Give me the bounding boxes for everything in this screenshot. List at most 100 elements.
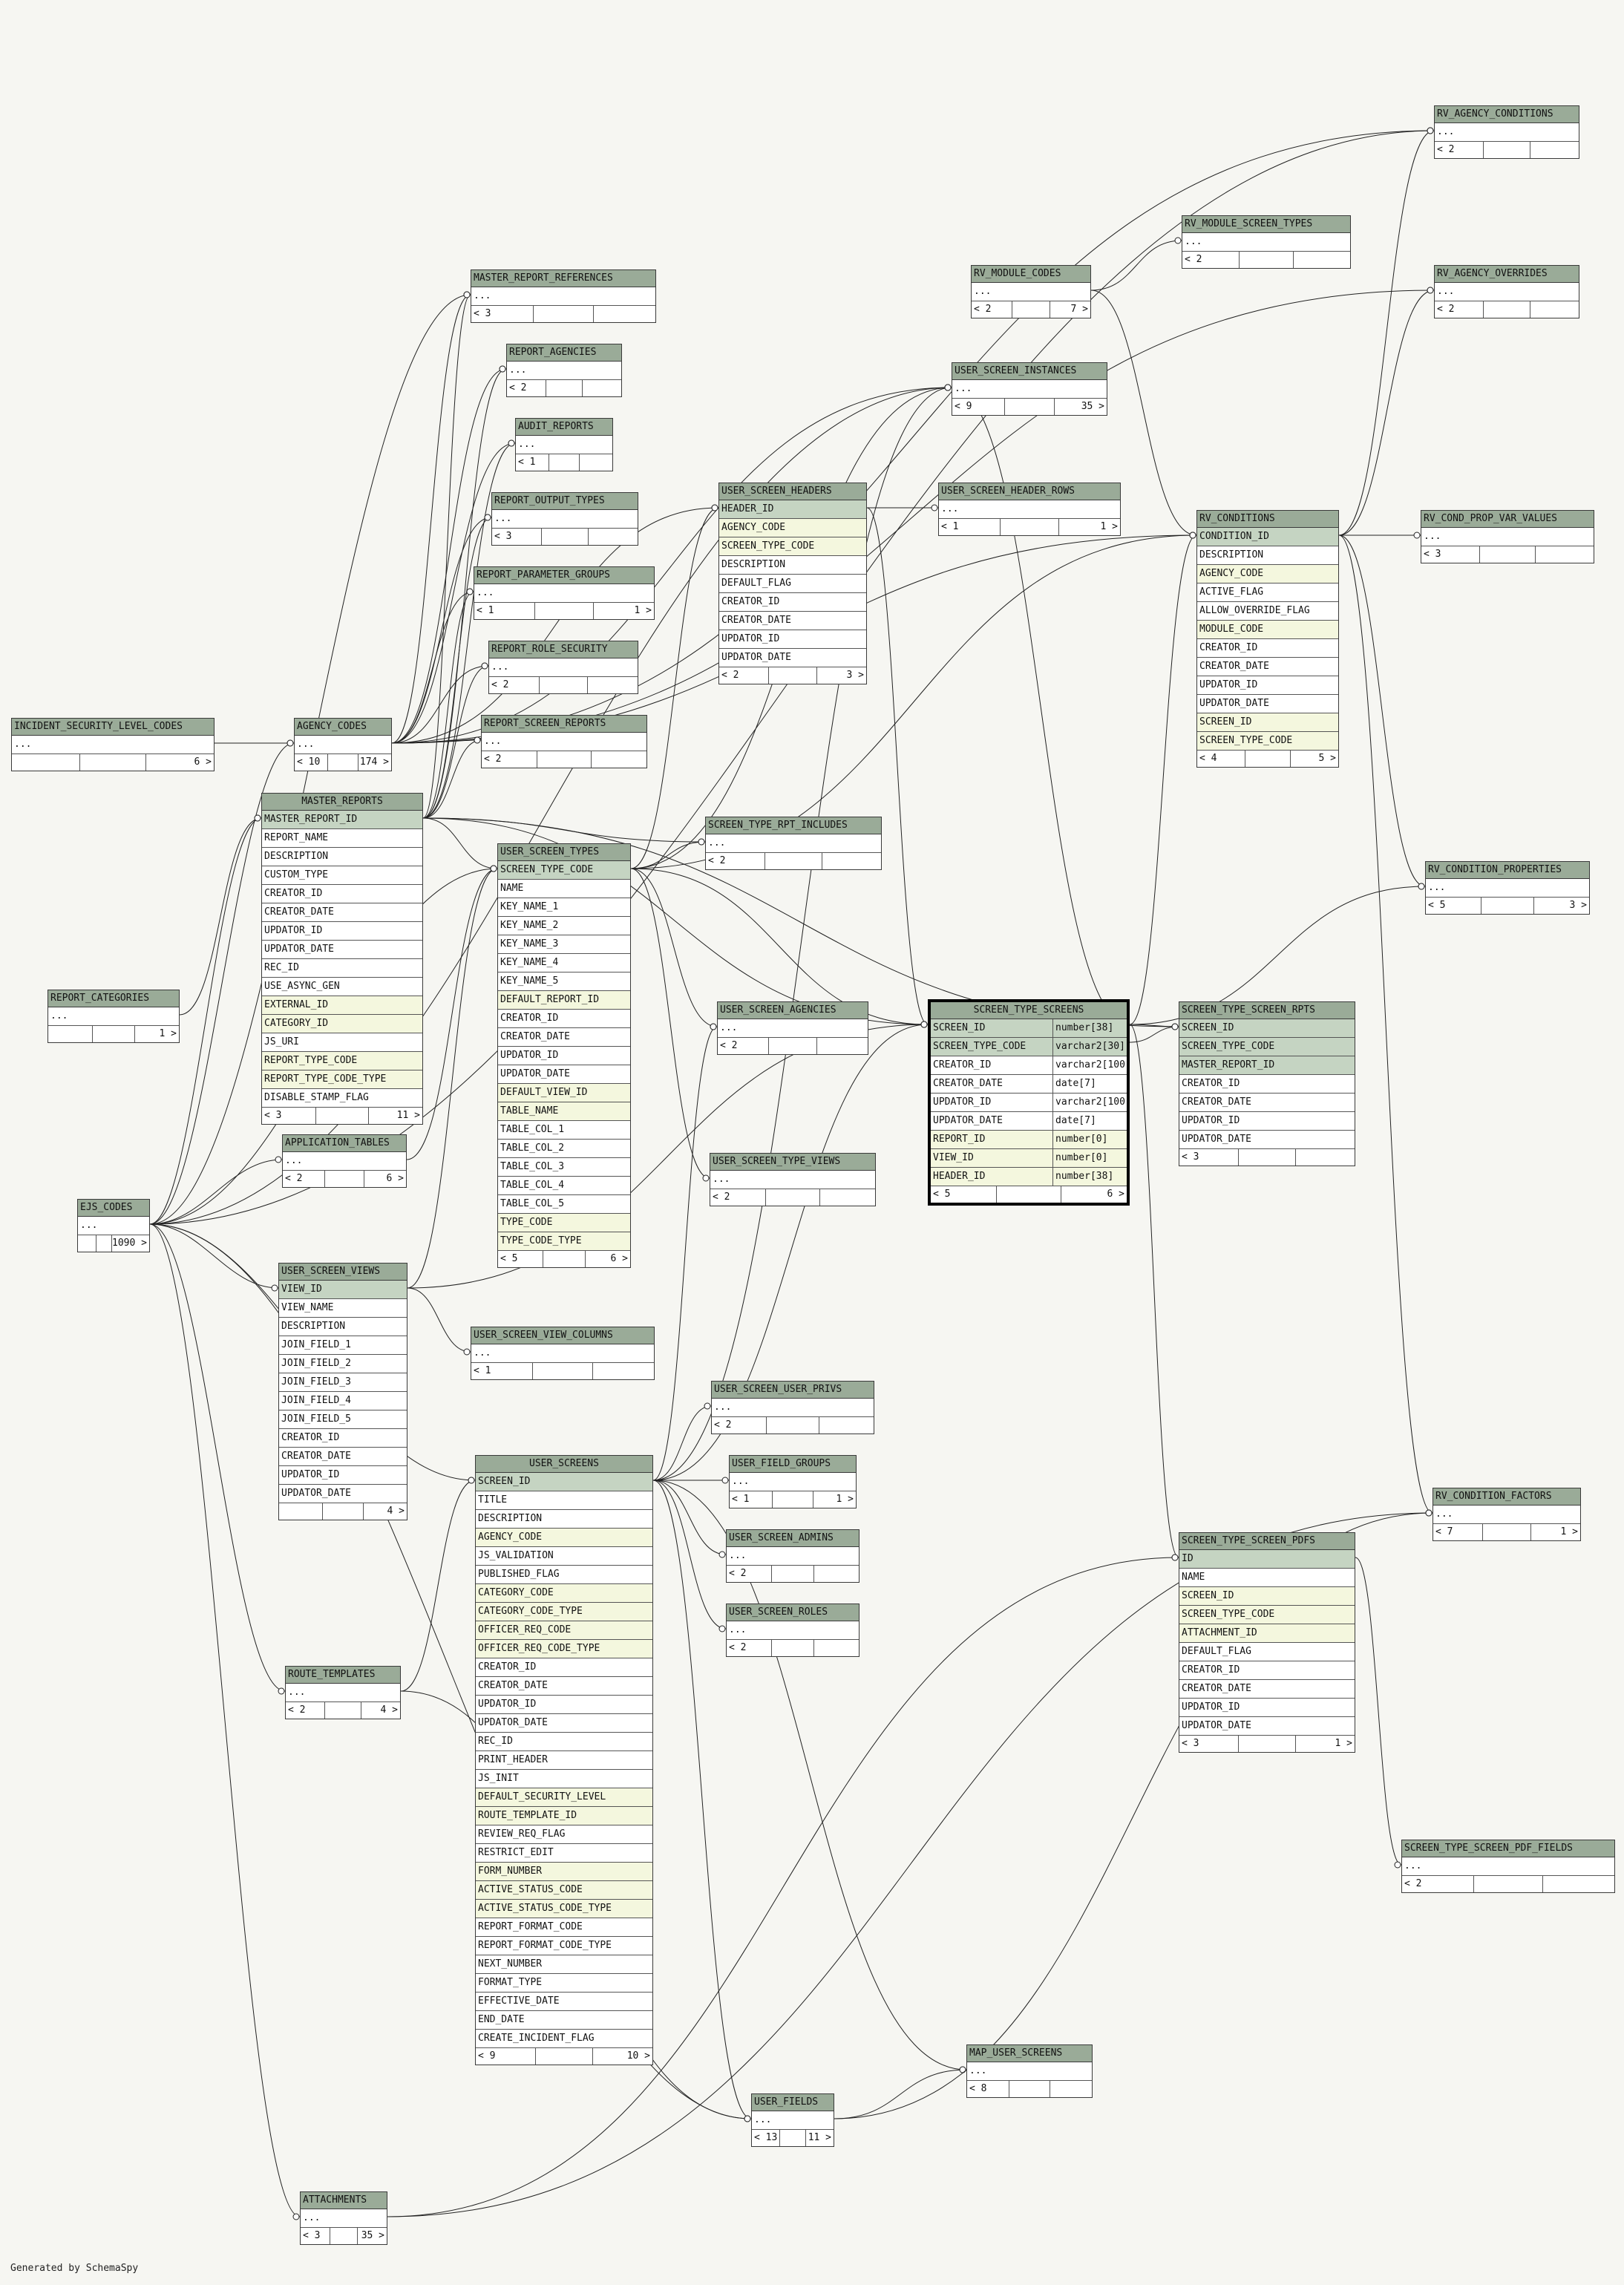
column-default-security-level[interactable]: DEFAULT_SECURITY_LEVEL (476, 1788, 652, 1807)
children-count[interactable]: 11 > (367, 1108, 422, 1124)
column-active-status-code[interactable]: ACTIVE_STATUS_CODE (476, 1881, 652, 1900)
collapsed-columns[interactable]: ... (710, 1171, 875, 1189)
column-title[interactable]: TITLE (476, 1491, 652, 1510)
collapsed-columns[interactable]: ... (471, 1344, 654, 1362)
parents-count[interactable]: < 2 (509, 382, 527, 393)
parents-count[interactable]: < 2 (708, 855, 726, 866)
column-creator-id[interactable]: CREATOR_ID (1197, 639, 1338, 658)
column-attachment-id[interactable]: ATTACHMENT_ID (1179, 1624, 1355, 1643)
children-count[interactable] (1535, 546, 1594, 563)
table-title[interactable]: REPORT_PARAMETER_GROUPS (474, 567, 654, 584)
table-rv-cond-prop-var-values[interactable]: RV_COND_PROP_VAR_VALUES...< 3 (1421, 510, 1594, 563)
column-creator-id[interactable]: CREATOR_ID (476, 1658, 652, 1677)
column-route-template-id[interactable]: ROUTE_TEMPLATE_ID (476, 1807, 652, 1825)
table-title[interactable]: INCIDENT_SECURITY_LEVEL_CODES (12, 719, 214, 736)
column-restrict-edit[interactable]: RESTRICT_EDIT (476, 1844, 652, 1863)
parents-count[interactable]: < 2 (285, 1173, 303, 1184)
table-screen-type-screen-pdf-fields[interactable]: SCREEN_TYPE_SCREEN_PDF_FIELDS...< 2 (1401, 1840, 1615, 1893)
parents-count[interactable]: < 9 (955, 401, 972, 412)
column-active-status-code-type[interactable]: ACTIVE_STATUS_CODE_TYPE (476, 1900, 652, 1918)
column-key-name-3[interactable]: KEY_NAME_3 (498, 935, 630, 954)
children-count[interactable] (1530, 142, 1579, 158)
collapsed-columns[interactable]: ... (1182, 233, 1350, 251)
parents-count[interactable]: < 2 (1437, 144, 1455, 155)
parents-count[interactable]: < 3 (1182, 1738, 1199, 1749)
collapsed-columns[interactable]: ... (482, 733, 646, 751)
column-creator-date[interactable]: CREATOR_DATE (1179, 1680, 1355, 1699)
parents-count[interactable]: < 3 (264, 1110, 282, 1121)
column-table-col-2[interactable]: TABLE_COL_2 (498, 1140, 630, 1158)
parents-count[interactable]: < 5 (933, 1189, 951, 1200)
collapsed-columns[interactable]: ... (727, 1547, 859, 1565)
table-title[interactable]: USER_SCREEN_ADMINS (727, 1530, 859, 1547)
collapsed-columns[interactable]: ... (283, 1152, 406, 1170)
collapsed-columns[interactable]: ... (952, 380, 1107, 398)
table-title[interactable]: USER_SCREEN_TYPES (498, 844, 630, 861)
children-count[interactable]: 7 > (1050, 301, 1090, 318)
parents-count[interactable]: < 10 (297, 756, 321, 768)
table-title[interactable]: USER_SCREEN_INSTANCES (952, 363, 1107, 380)
collapsed-columns[interactable]: ... (718, 1019, 868, 1037)
collapsed-columns[interactable]: ... (1421, 528, 1594, 546)
collapsed-columns[interactable]: ... (301, 2209, 387, 2227)
column-screen-type-code[interactable]: SCREEN_TYPE_CODE (1179, 1038, 1355, 1056)
column-updator-date[interactable]: UPDATOR_DATE (1197, 695, 1338, 713)
column-screen-id[interactable]: SCREEN_ID (1197, 713, 1338, 732)
table-title[interactable]: AUDIT_REPORTS (516, 419, 612, 436)
parents-count[interactable]: < 2 (1185, 254, 1202, 265)
parents-count[interactable]: < 2 (713, 1191, 730, 1203)
collapsed-columns[interactable]: ... (727, 1621, 859, 1639)
column-creator-date[interactable]: CREATOR_DATE (476, 1677, 652, 1696)
column-updator-date[interactable]: UPDATOR_DATE (262, 941, 422, 959)
column-rec-id[interactable]: REC_ID (476, 1733, 652, 1751)
table-user-screen-admins[interactable]: USER_SCREEN_ADMINS...< 2 (726, 1529, 860, 1583)
table-title[interactable]: RV_CONDITION_PROPERTIES (1426, 862, 1589, 879)
table-title[interactable]: MAP_USER_SCREENS (967, 2045, 1092, 2062)
collapsed-columns[interactable]: ... (1435, 123, 1579, 141)
collapsed-columns[interactable]: ... (12, 736, 214, 754)
children-count[interactable]: 1 > (1058, 519, 1120, 535)
table-title[interactable]: AGENCY_CODES (295, 719, 391, 736)
table-title[interactable]: ATTACHMENTS (301, 2192, 387, 2209)
column-master-report-id[interactable]: MASTER_REPORT_ID (262, 811, 422, 829)
collapsed-columns[interactable]: ... (507, 362, 621, 379)
parents-count[interactable]: < 1 (477, 605, 494, 616)
column-creator-date[interactable]: CREATOR_DATE (719, 612, 866, 630)
table-title[interactable]: USER_SCREEN_HEADER_ROWS (939, 483, 1120, 500)
column-default-flag[interactable]: DEFAULT_FLAG (719, 575, 866, 593)
column-creator-date[interactable]: CREATOR_DATE (262, 903, 422, 922)
children-count[interactable]: 6 > (585, 1251, 630, 1267)
column-updator-id[interactable]: UPDATOR_ID (498, 1047, 630, 1065)
parents-count[interactable] (279, 1503, 322, 1520)
children-count[interactable] (819, 1189, 875, 1206)
table-user-screen-agencies[interactable]: USER_SCREEN_AGENCIES...< 2 (717, 1001, 868, 1055)
column-updator-date[interactable]: UPDATOR_DATE (476, 1714, 652, 1733)
table-incident-security-level-codes[interactable]: INCIDENT_SECURITY_LEVEL_CODES...6 > (11, 718, 215, 771)
column-end-date[interactable]: END_DATE (476, 2011, 652, 2030)
collapsed-columns[interactable]: ... (939, 500, 1120, 518)
column-type-code[interactable]: TYPE_CODE (498, 1214, 630, 1232)
children-count[interactable]: 35 > (357, 2228, 387, 2244)
column-form-number[interactable]: FORM_NUMBER (476, 1863, 652, 1881)
children-count[interactable]: 5 > (1290, 751, 1338, 767)
collapsed-columns[interactable]: ... (730, 1473, 856, 1491)
column-external-id[interactable]: EXTERNAL_ID (262, 996, 422, 1015)
column-updator-date[interactable]: UPDATOR_DATE (1179, 1131, 1355, 1148)
column-report-format-code[interactable]: REPORT_FORMAT_CODE (476, 1918, 652, 1937)
parents-count[interactable]: < 2 (484, 754, 502, 765)
column-effective-date[interactable]: EFFECTIVE_DATE (476, 1993, 652, 2011)
children-count[interactable] (813, 1566, 859, 1582)
column-agency-code[interactable]: AGENCY_CODE (719, 519, 866, 537)
parents-count[interactable]: < 9 (478, 2050, 496, 2062)
parents-count[interactable] (78, 1235, 96, 1252)
children-count[interactable]: 1 > (813, 1491, 856, 1508)
children-count[interactable] (819, 1417, 874, 1434)
column-default-view-id[interactable]: DEFAULT_VIEW_ID (498, 1084, 630, 1102)
table-title[interactable]: USER_SCREEN_AGENCIES (718, 1002, 868, 1019)
